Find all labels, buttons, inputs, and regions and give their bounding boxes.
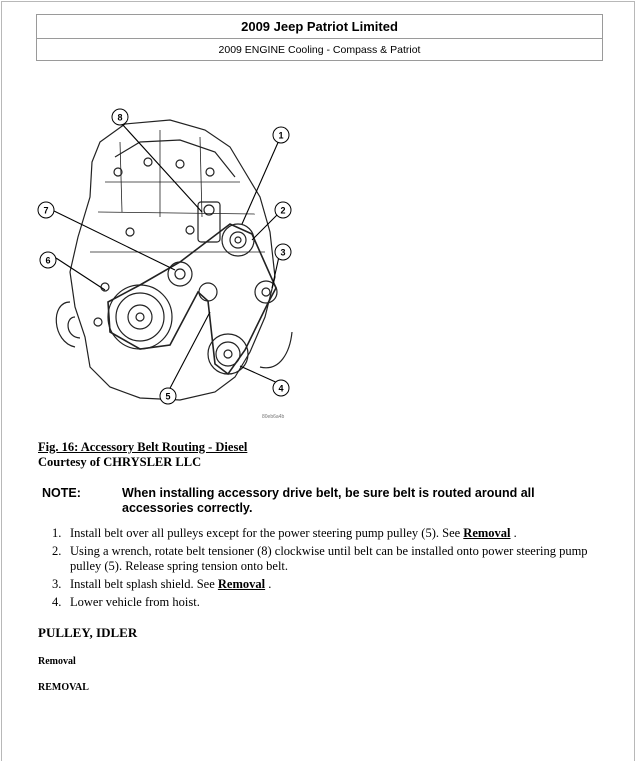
belt-routing-illustration: 8 1 2 3 4 5 6 7 80eb6a4b <box>37 108 293 420</box>
note-label: NOTE: <box>42 486 81 500</box>
vehicle-title: 2009 Jeep Patriot Limited <box>37 15 602 39</box>
callout-4: 4 <box>278 384 283 394</box>
subsection-removal-caps: REMOVAL <box>38 682 89 693</box>
list-item: 1. Install belt over all pulleys except … <box>38 526 603 541</box>
step-number: 1. <box>52 526 62 540</box>
removal-link[interactable]: Removal <box>463 526 511 540</box>
callout-5: 5 <box>165 392 170 402</box>
belt-routing-diagram: 8 1 2 3 4 5 6 7 80eb6a4b <box>30 102 300 432</box>
step-number: 4. <box>52 595 62 609</box>
section-heading: PULLEY, IDLER <box>38 625 138 640</box>
removal-link[interactable]: Removal <box>217 577 266 591</box>
procedure-steps: 1. Install belt over all pulleys except … <box>38 526 603 613</box>
figure-credit: Courtesy of CHRYSLER LLC <box>38 455 202 469</box>
figure-title: Fig. 16: Accessory Belt Routing - Diesel <box>38 440 248 454</box>
step-text: Lower vehicle from hoist. <box>70 595 200 609</box>
callout-1: 1 <box>278 131 283 141</box>
list-item: 3. Install belt splash shield. See Remov… <box>38 577 603 592</box>
list-item: 4. Lower vehicle from hoist. <box>38 595 603 610</box>
step-text: Install belt splash shield. See <box>70 577 218 591</box>
callout-3: 3 <box>280 248 285 258</box>
step-number: 3. <box>52 577 62 591</box>
step-number: 2. <box>52 544 62 558</box>
step-text: Using a wrench, rotate belt tensioner (8… <box>70 544 588 573</box>
callout-6: 6 <box>45 256 50 266</box>
figure-caption: Fig. 16: Accessory Belt Routing - Diesel… <box>38 440 247 470</box>
step-text-after: . <box>265 577 272 591</box>
figure-id: 80eb6a4b <box>262 414 284 420</box>
callout-2: 2 <box>280 206 285 216</box>
callout-8: 8 <box>117 113 122 123</box>
document-header: 2009 Jeep Patriot Limited 2009 ENGINE Co… <box>36 14 603 61</box>
list-item: 2. Using a wrench, rotate belt tensioner… <box>38 544 603 574</box>
step-text-after: . <box>510 526 517 540</box>
section-subtitle: 2009 ENGINE Cooling - Compass & Patriot <box>218 44 421 56</box>
step-text: Install belt over all pulleys except for… <box>70 526 464 540</box>
note-text: When installing accessory drive belt, be… <box>122 486 535 515</box>
subsection-removal: Removal <box>38 656 76 667</box>
callout-7: 7 <box>43 206 48 216</box>
